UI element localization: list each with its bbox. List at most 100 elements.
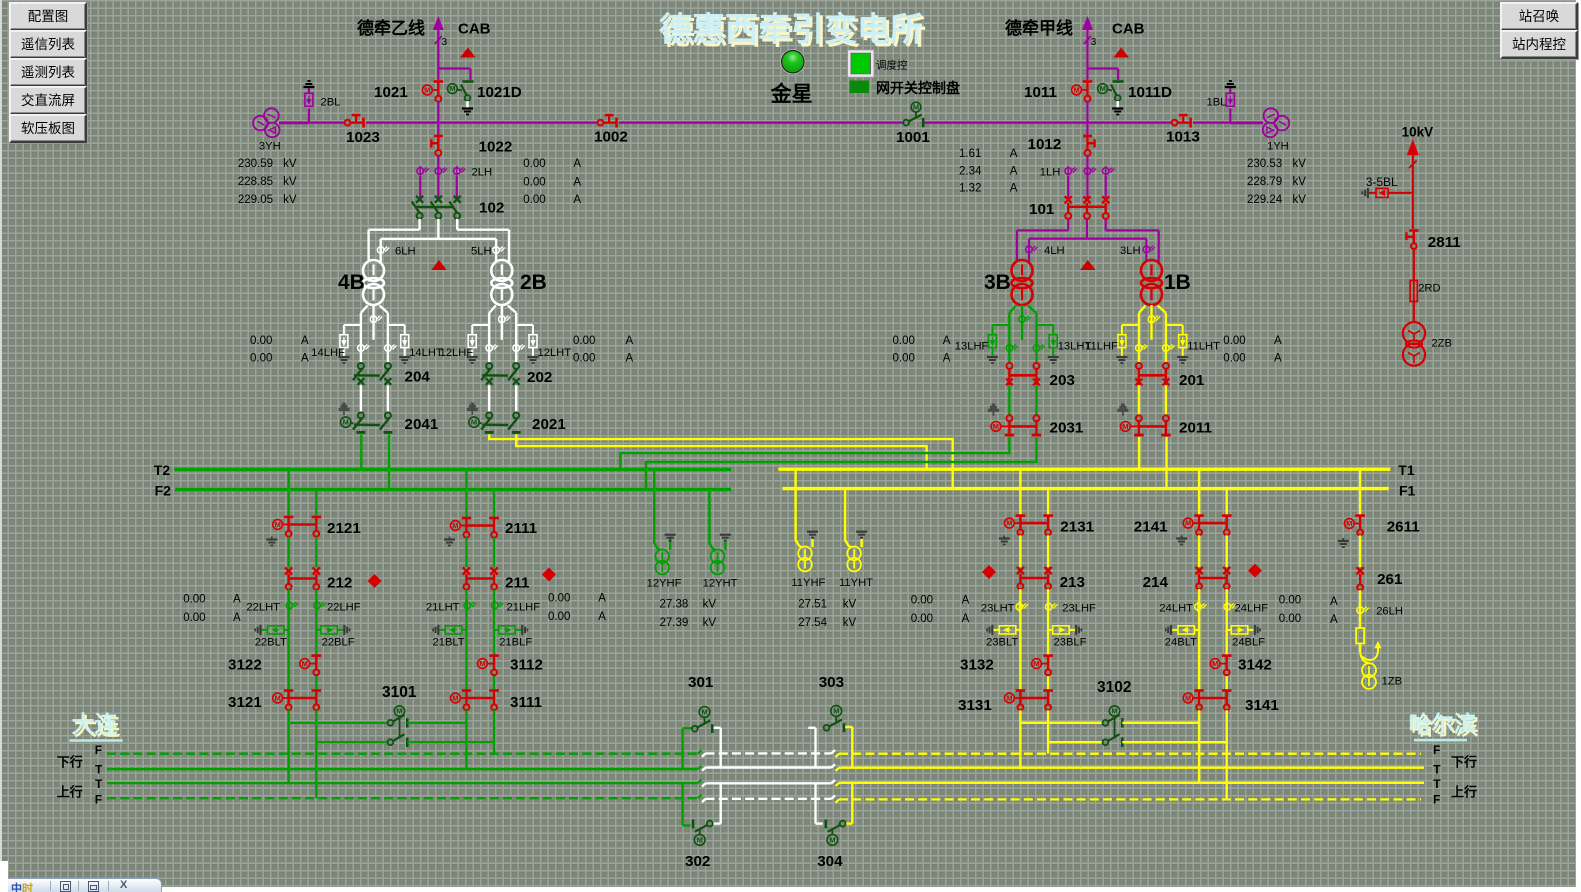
svg-text:2.34: 2.34 xyxy=(959,165,982,177)
svg-text:T: T xyxy=(1433,762,1441,776)
svg-text:1002: 1002 xyxy=(594,129,628,146)
svg-text:261: 261 xyxy=(1377,571,1403,588)
svg-text:M: M xyxy=(829,836,835,845)
svg-text:2141: 2141 xyxy=(1134,519,1168,536)
svg-text:27.51: 27.51 xyxy=(798,599,827,611)
svg-text:A: A xyxy=(962,595,970,607)
svg-text:kV: kV xyxy=(843,599,857,611)
svg-text:214: 214 xyxy=(1143,574,1169,591)
svg-text:F2: F2 xyxy=(155,483,172,499)
svg-text:下行: 下行 xyxy=(1451,754,1477,769)
svg-text:0.00: 0.00 xyxy=(573,335,595,347)
svg-text:14LHF: 14LHF xyxy=(311,347,345,359)
svg-text:22LHT: 22LHT xyxy=(246,602,280,614)
svg-text:A: A xyxy=(1010,183,1018,195)
svg-text:24BLT: 24BLT xyxy=(1165,637,1197,649)
svg-text:M: M xyxy=(833,707,839,716)
svg-text:1001: 1001 xyxy=(896,129,930,146)
svg-text:A: A xyxy=(626,335,634,347)
svg-text:1.32: 1.32 xyxy=(959,183,981,195)
svg-text:哈尔滨: 哈尔滨 xyxy=(1411,714,1479,740)
svg-text:3112: 3112 xyxy=(510,657,543,674)
svg-text:0.00: 0.00 xyxy=(523,158,545,170)
svg-text:3: 3 xyxy=(442,37,448,48)
svg-text:F: F xyxy=(1433,793,1440,807)
svg-text:230.59: 230.59 xyxy=(238,158,273,170)
svg-text:上行: 上行 xyxy=(1451,785,1477,800)
svg-text:M: M xyxy=(1033,659,1039,668)
svg-text:2121: 2121 xyxy=(327,520,361,537)
svg-text:22BLT: 22BLT xyxy=(255,637,287,649)
svg-text:3102: 3102 xyxy=(1097,679,1131,696)
svg-text:M: M xyxy=(302,659,308,668)
svg-text:哈尔滨: 哈尔滨 xyxy=(1409,711,1477,737)
svg-text:301: 301 xyxy=(688,674,714,691)
svg-text:M: M xyxy=(1185,694,1191,703)
svg-text:230.53: 230.53 xyxy=(1247,158,1282,170)
svg-text:101: 101 xyxy=(1029,201,1055,218)
svg-text:27.54: 27.54 xyxy=(798,617,827,629)
svg-text:21BLF: 21BLF xyxy=(499,637,532,649)
svg-text:2BL: 2BL xyxy=(321,97,341,109)
svg-text:0.00: 0.00 xyxy=(1223,335,1245,347)
svg-text:3142: 3142 xyxy=(1238,657,1272,674)
svg-text:金星: 金星 xyxy=(770,82,813,106)
svg-text:1013: 1013 xyxy=(1166,129,1200,146)
svg-text:12YHT: 12YHT xyxy=(703,578,738,590)
svg-text:M: M xyxy=(449,84,455,93)
svg-text:M: M xyxy=(1006,519,1012,528)
svg-text:M: M xyxy=(452,694,458,703)
svg-text:2B: 2B xyxy=(520,271,547,294)
svg-text:213: 213 xyxy=(1060,574,1085,591)
svg-text:24LHT: 24LHT xyxy=(1159,603,1193,615)
svg-text:201: 201 xyxy=(1179,372,1205,389)
svg-text:4LH: 4LH xyxy=(1044,245,1065,257)
svg-text:F: F xyxy=(95,793,102,807)
svg-text:M: M xyxy=(343,418,349,427)
svg-text:M: M xyxy=(697,836,703,845)
svg-text:M: M xyxy=(1006,694,1012,703)
svg-text:3101: 3101 xyxy=(382,684,417,701)
svg-text:0.00: 0.00 xyxy=(1279,595,1301,607)
svg-text:4B: 4B xyxy=(338,271,365,294)
svg-text:2021: 2021 xyxy=(532,416,566,433)
svg-text:1BL: 1BL xyxy=(1207,97,1227,109)
svg-text:3121: 3121 xyxy=(228,694,262,711)
svg-text:A: A xyxy=(1274,335,1282,347)
svg-text:12LHT: 12LHT xyxy=(538,347,572,359)
svg-text:3YH: 3YH xyxy=(259,141,281,153)
svg-text:1ZB: 1ZB xyxy=(1382,676,1403,688)
svg-text:24BLF: 24BLF xyxy=(1232,637,1265,649)
svg-text:11YHF: 11YHF xyxy=(791,577,825,589)
svg-text:A: A xyxy=(233,612,241,624)
svg-text:0.00: 0.00 xyxy=(183,594,205,606)
svg-text:M: M xyxy=(913,103,919,112)
svg-text:M: M xyxy=(396,707,402,716)
svg-text:23LHT: 23LHT xyxy=(981,603,1015,615)
svg-text:A: A xyxy=(962,613,970,625)
svg-text:24LHF: 24LHF xyxy=(1235,603,1269,615)
svg-text:A: A xyxy=(1274,353,1282,365)
svg-text:303: 303 xyxy=(819,674,844,691)
svg-text:M: M xyxy=(1185,519,1191,528)
svg-text:3132: 3132 xyxy=(960,657,994,674)
svg-text:T: T xyxy=(1433,777,1441,791)
svg-text:大连: 大连 xyxy=(74,714,121,740)
svg-text:23LHF: 23LHF xyxy=(1062,603,1096,615)
svg-text:M: M xyxy=(1099,84,1105,93)
svg-text:CAB: CAB xyxy=(1112,21,1145,38)
svg-text:0.00: 0.00 xyxy=(548,593,570,605)
svg-text:14LHT: 14LHT xyxy=(409,347,443,359)
svg-text:A: A xyxy=(1330,614,1338,626)
svg-text:A: A xyxy=(233,594,241,606)
svg-text:kV: kV xyxy=(283,176,297,188)
svg-text:调度控: 调度控 xyxy=(876,59,908,72)
svg-text:kV: kV xyxy=(283,158,297,170)
svg-text:1011: 1011 xyxy=(1024,84,1058,101)
svg-text:1LH: 1LH xyxy=(1040,167,1061,179)
svg-text:1021D: 1021D xyxy=(477,84,522,101)
svg-text:0.00: 0.00 xyxy=(548,611,570,623)
svg-text:0.00: 0.00 xyxy=(893,353,915,365)
svg-text:M: M xyxy=(1346,519,1352,528)
svg-text:3-5BL: 3-5BL xyxy=(1366,175,1398,189)
